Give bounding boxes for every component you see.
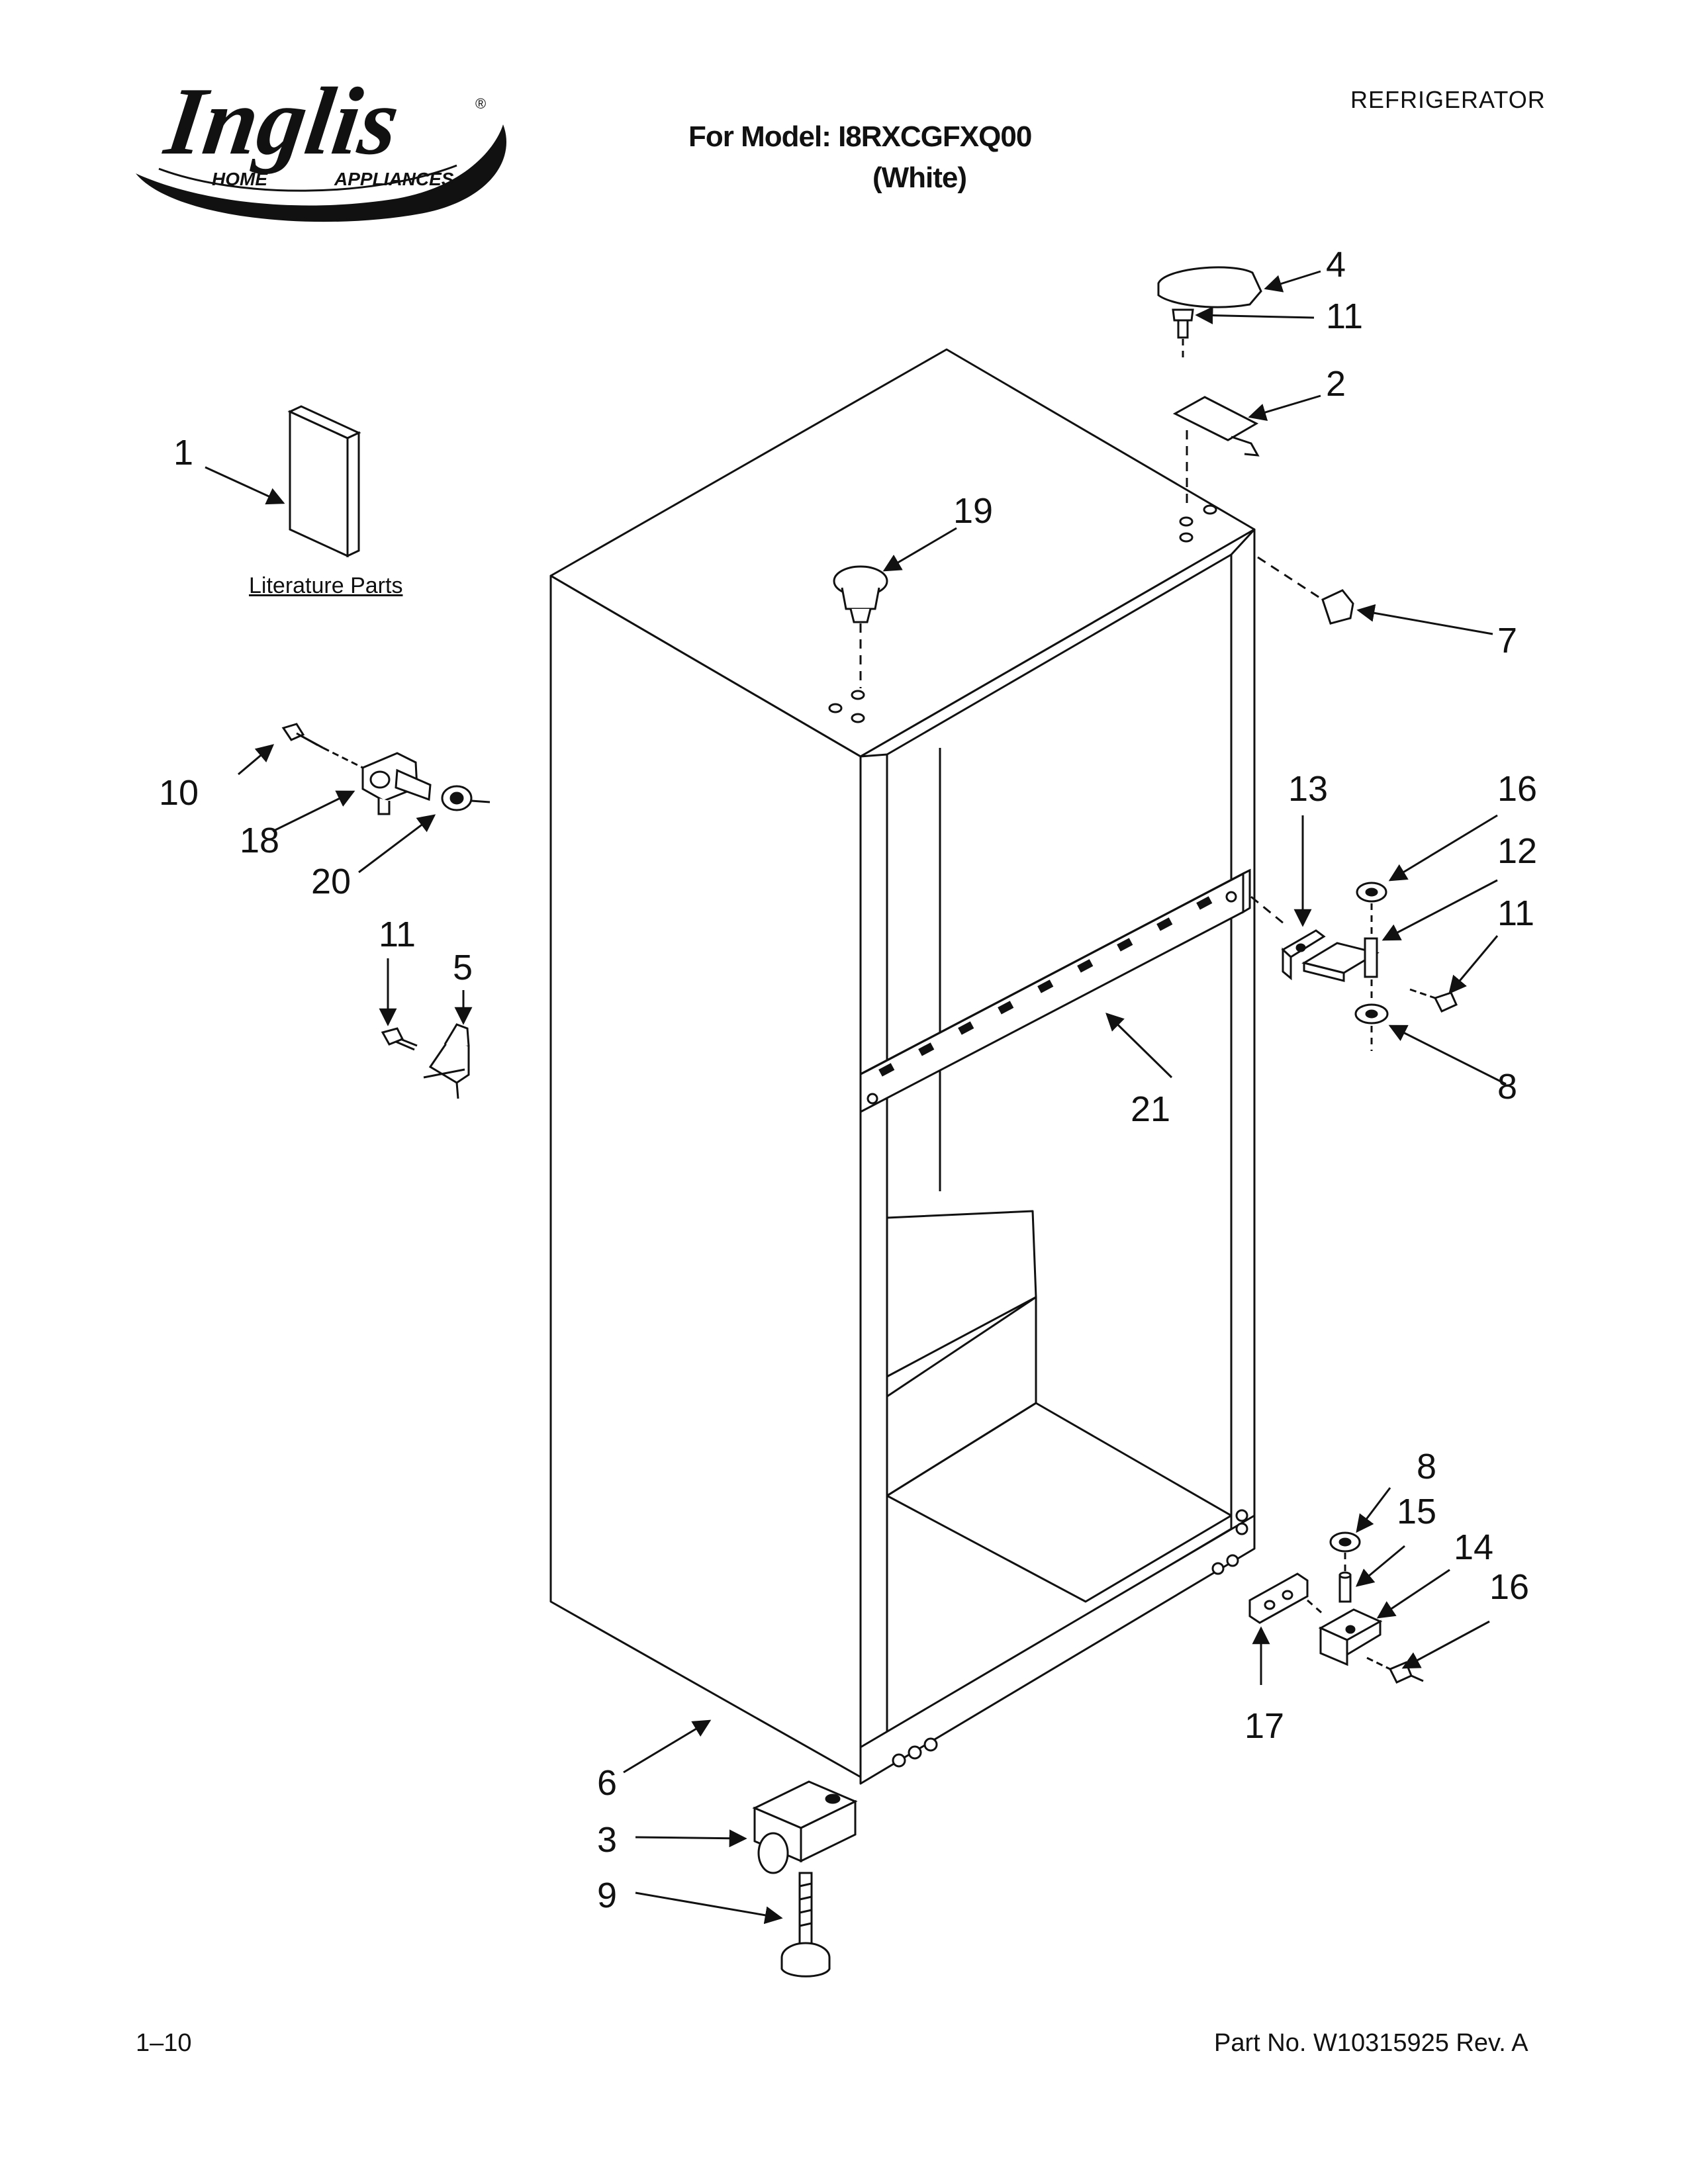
leader-arrows (205, 270, 1507, 1925)
callout-10: 10 (159, 773, 199, 813)
callout-11-left: 11 (379, 915, 416, 954)
callout-4: 4 (1326, 245, 1346, 285)
page-number: 1–10 (136, 2029, 192, 2057)
refrigerator-cabinet (549, 348, 1256, 1785)
callout-12: 12 (1497, 831, 1537, 871)
left-hinge-pin-assembly (281, 723, 491, 815)
hinge-pin-cover (1257, 556, 1354, 625)
callout-17: 17 (1244, 1706, 1284, 1746)
callout-11-center: 11 (1497, 893, 1534, 933)
callout-18: 18 (240, 821, 279, 860)
callout-11-top: 11 (1326, 296, 1363, 336)
inglis-logo: Inglis ® HOME APPLIANCES (136, 68, 506, 222)
part-number: Part No. W10315925 Rev. A (1214, 2029, 1528, 2057)
model-number: For Model: I8RXCGFXQ00 (688, 120, 1032, 153)
roller-and-leveler (752, 1780, 858, 1978)
callout-14: 14 (1454, 1527, 1493, 1567)
top-plug (833, 565, 888, 688)
callout-21: 21 (1131, 1089, 1170, 1129)
callout-16-center: 16 (1497, 769, 1537, 809)
literature-booklet (287, 405, 361, 558)
logo-registered-mark: ® (475, 95, 486, 112)
callout-19: 19 (953, 491, 993, 531)
category-label: REFRIGERATOR (1350, 86, 1546, 113)
callout-7: 7 (1497, 621, 1517, 660)
logo-wordmark: Inglis (158, 68, 406, 175)
center-rail (859, 868, 1251, 1114)
callout-2: 2 (1326, 364, 1346, 404)
callout-9: 9 (597, 1876, 617, 1915)
callout-20: 20 (311, 862, 351, 901)
center-hinge-assembly (1250, 882, 1458, 1051)
literature-parts-label: Literature Parts (249, 573, 403, 598)
top-hinge-assembly (1157, 266, 1262, 510)
model-color: (White) (872, 161, 967, 194)
cabinet-holes (828, 504, 1248, 1768)
callout-16-bottom: 16 (1489, 1567, 1529, 1607)
callout-6: 6 (597, 1763, 617, 1803)
logo-subtext-appliances: APPLIANCES (334, 169, 454, 189)
callout-13: 13 (1288, 769, 1328, 809)
callout-15: 15 (1397, 1492, 1436, 1531)
callout-1: 1 (173, 433, 193, 473)
callout-8-center: 8 (1497, 1067, 1517, 1107)
callout-3: 3 (597, 1820, 617, 1860)
callout-5: 5 (453, 948, 473, 987)
bottom-hinge-assembly (1248, 1531, 1424, 1684)
screw-and-bracket (381, 1023, 470, 1099)
callout-8-bottom: 8 (1417, 1447, 1436, 1486)
logo-subtext-home: HOME (212, 169, 268, 189)
callout-numbers: 1 2 3 4 5 6 7 8 8 9 10 11 11 11 12 13 14… (159, 245, 1537, 1915)
